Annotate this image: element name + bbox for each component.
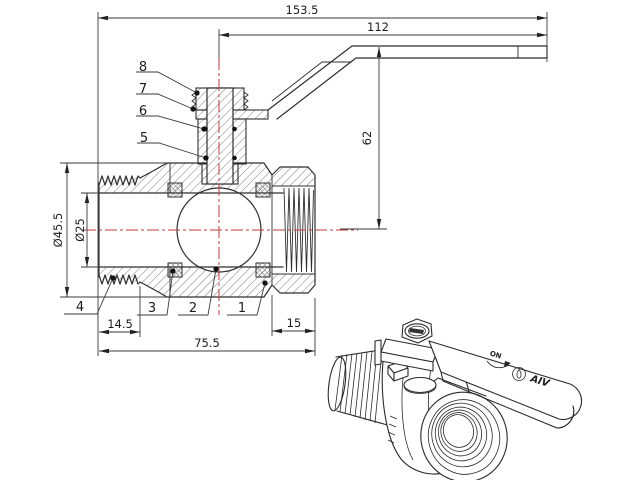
dim-bore-diameter: Ø25 <box>73 218 87 242</box>
dimension-lines <box>64 15 547 354</box>
dim-male-thread-length: 14.5 <box>107 317 133 331</box>
part-label-6: 6 <box>139 104 147 119</box>
rotation-arrow-icon <box>486 360 510 369</box>
extension-lines <box>60 12 548 356</box>
cross-section-view: 153.5 112 62 Ø45.5 Ø25 14.5 75.5 15 8 7 … <box>51 3 548 356</box>
iso-body-embossing <box>387 415 398 444</box>
iso-female-nut <box>420 377 508 480</box>
iso-handle: ON AIV <box>428 340 583 429</box>
iso-stem-assembly <box>374 318 439 394</box>
iso-open-marking: ON <box>486 350 511 369</box>
iso-male-thread <box>327 348 392 427</box>
female-thread-section <box>283 187 314 273</box>
part-label-1: 1 <box>238 301 246 316</box>
stem-assembly <box>191 87 269 185</box>
dim-body-length: 75.5 <box>194 336 220 350</box>
dim-handle-length: 112 <box>367 20 389 34</box>
dim-nut-length: 15 <box>287 316 302 330</box>
iso-stem-slot <box>409 328 424 334</box>
aiv-logo-icon <box>512 367 526 381</box>
dim-outer-diameter: Ø45.5 <box>51 213 65 248</box>
part-label-2: 2 <box>189 301 197 316</box>
part-label-8: 8 <box>139 60 147 75</box>
dim-handle-height: 62 <box>360 131 374 146</box>
part-leader-lines <box>64 71 268 316</box>
bore-lines <box>98 185 315 275</box>
dim-total-length: 153.5 <box>286 3 319 17</box>
iso-open-label: ON <box>489 350 503 361</box>
part-label-5: 5 <box>140 131 148 146</box>
iso-view: ON AIV <box>327 318 583 480</box>
part-label-4: 4 <box>76 300 84 315</box>
handle-lever-section <box>267 45 548 120</box>
part-label-7: 7 <box>139 82 147 97</box>
part-label-3: 3 <box>148 301 156 316</box>
seat-rings <box>167 182 271 278</box>
